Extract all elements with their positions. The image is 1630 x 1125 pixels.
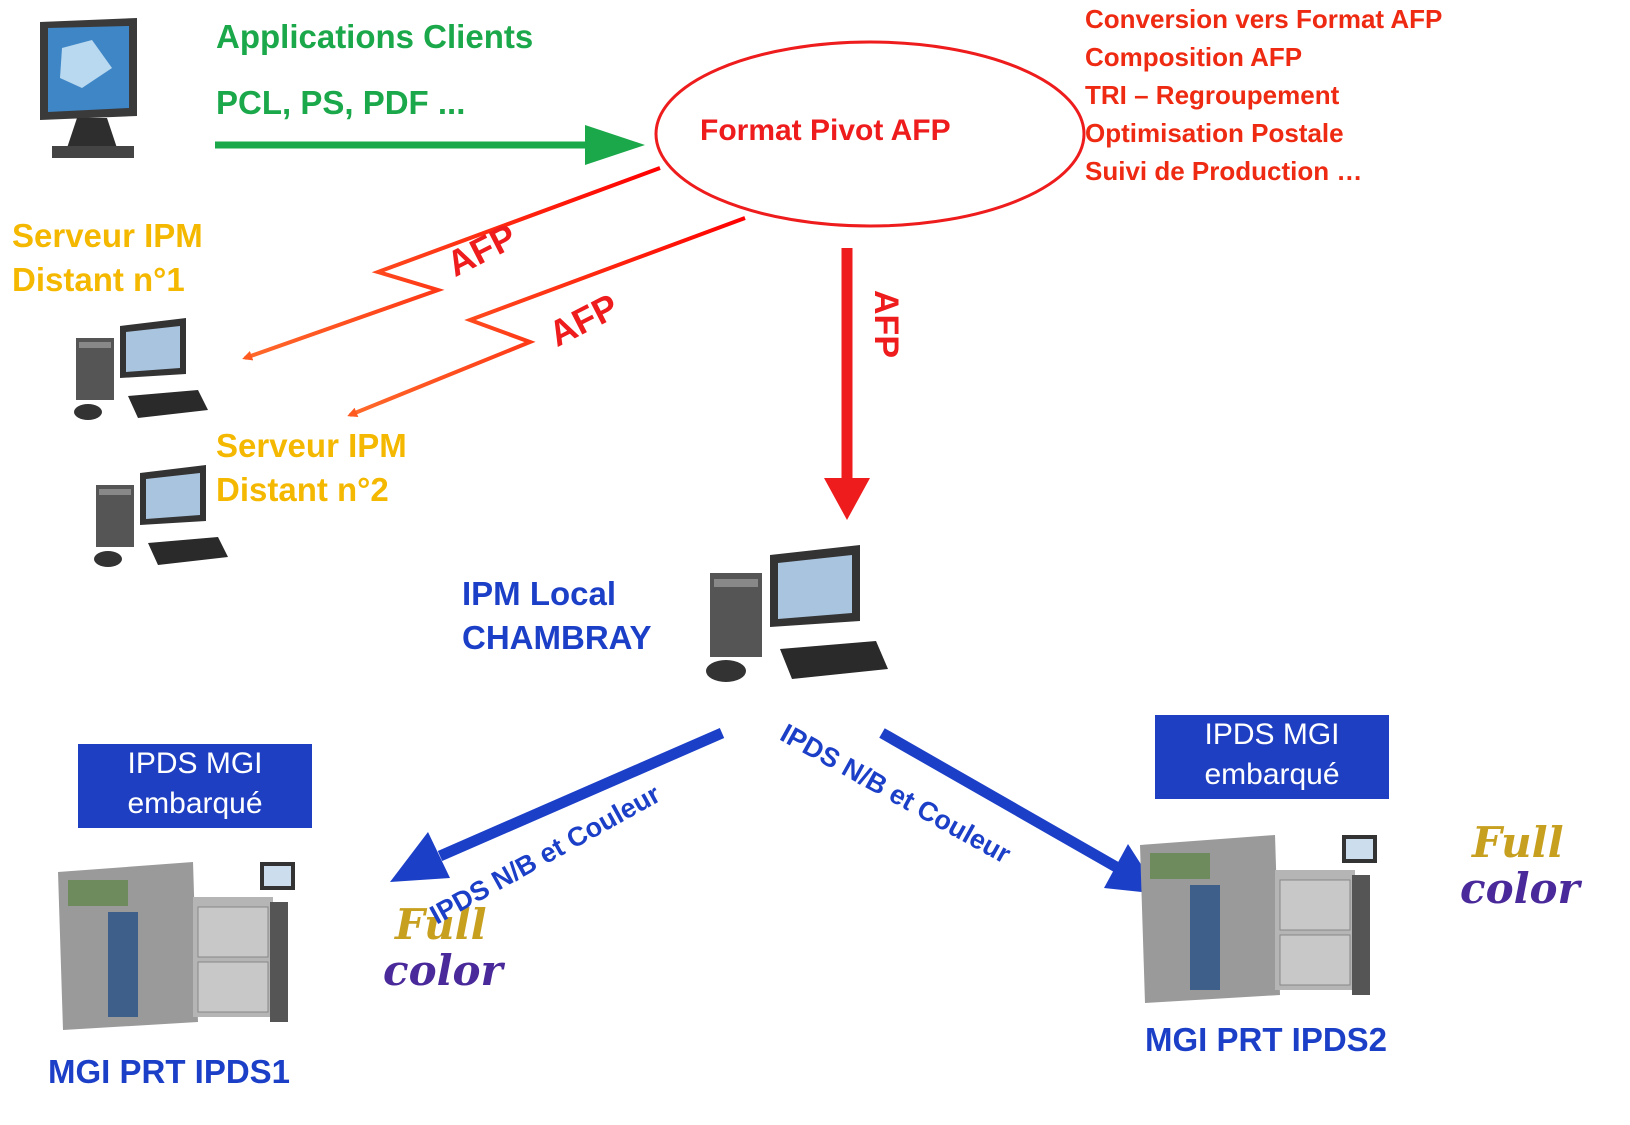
client-monitor-icon: [40, 18, 137, 158]
fullcolor-word2-right: color: [1460, 864, 1580, 913]
remote1-computer-icon: [74, 318, 208, 420]
printer1-icon: [58, 862, 295, 1030]
ipds-arrow-left: [390, 727, 725, 882]
feature-item: Suivi de Production …: [1085, 156, 1363, 186]
local-line1: IPM Local: [462, 575, 617, 612]
remote1-line1: Serveur IPM: [12, 217, 203, 254]
remote2-computer-icon: [94, 465, 228, 567]
afp-label-down: AFP: [867, 290, 905, 358]
printer1-badge-line1: IPDS MGI: [127, 747, 263, 780]
afp-link-remote2: [347, 216, 746, 418]
printer2-badge-line1: IPDS MGI: [1204, 718, 1340, 751]
pivot-ellipse: [654, 40, 1086, 228]
printer2-badge: IPDS MGI embarqué: [1155, 715, 1389, 799]
printer2-name: MGI PRT IPDS2: [1145, 1021, 1388, 1058]
printer2-badge-line2: embarqué: [1204, 758, 1340, 791]
printer1-badge-line2: embarqué: [127, 787, 263, 820]
feature-item: Composition AFP: [1085, 42, 1303, 72]
pivot-label: Format Pivot AFP: [700, 114, 951, 147]
printer2-icon: [1140, 835, 1377, 1003]
fullcolor-logo-left: Full color: [383, 900, 503, 1010]
printer1-name: MGI PRT IPDS1: [48, 1053, 291, 1090]
afp-link-remote1: [242, 166, 661, 361]
client-title: Applications Clients: [216, 18, 534, 55]
local-line2: CHAMBRAY: [462, 619, 652, 656]
fullcolor-word2-left: color: [383, 946, 503, 995]
afp-down-arrow: [824, 248, 870, 520]
fullcolor-word1-left: Full: [395, 900, 487, 949]
printer1-badge: IPDS MGI embarqué: [78, 744, 312, 828]
remote2-line2: Distant n°2: [216, 471, 389, 508]
local-computer-icon: [706, 545, 888, 682]
features-list: Conversion vers Format AFP Composition A…: [1085, 0, 1442, 190]
feature-item: Optimisation Postale: [1085, 118, 1344, 148]
remote1-line2: Distant n°1: [12, 261, 185, 298]
fullcolor-word1-right: Full: [1472, 818, 1564, 867]
green-arrow: [215, 125, 645, 165]
feature-item: TRI – Regroupement: [1085, 80, 1340, 110]
remote2-line1: Serveur IPM: [216, 427, 407, 464]
client-formats: PCL, PS, PDF ...: [216, 84, 466, 121]
fullcolor-logo-right: Full color: [1460, 818, 1580, 928]
feature-item: Conversion vers Format AFP: [1085, 4, 1443, 34]
